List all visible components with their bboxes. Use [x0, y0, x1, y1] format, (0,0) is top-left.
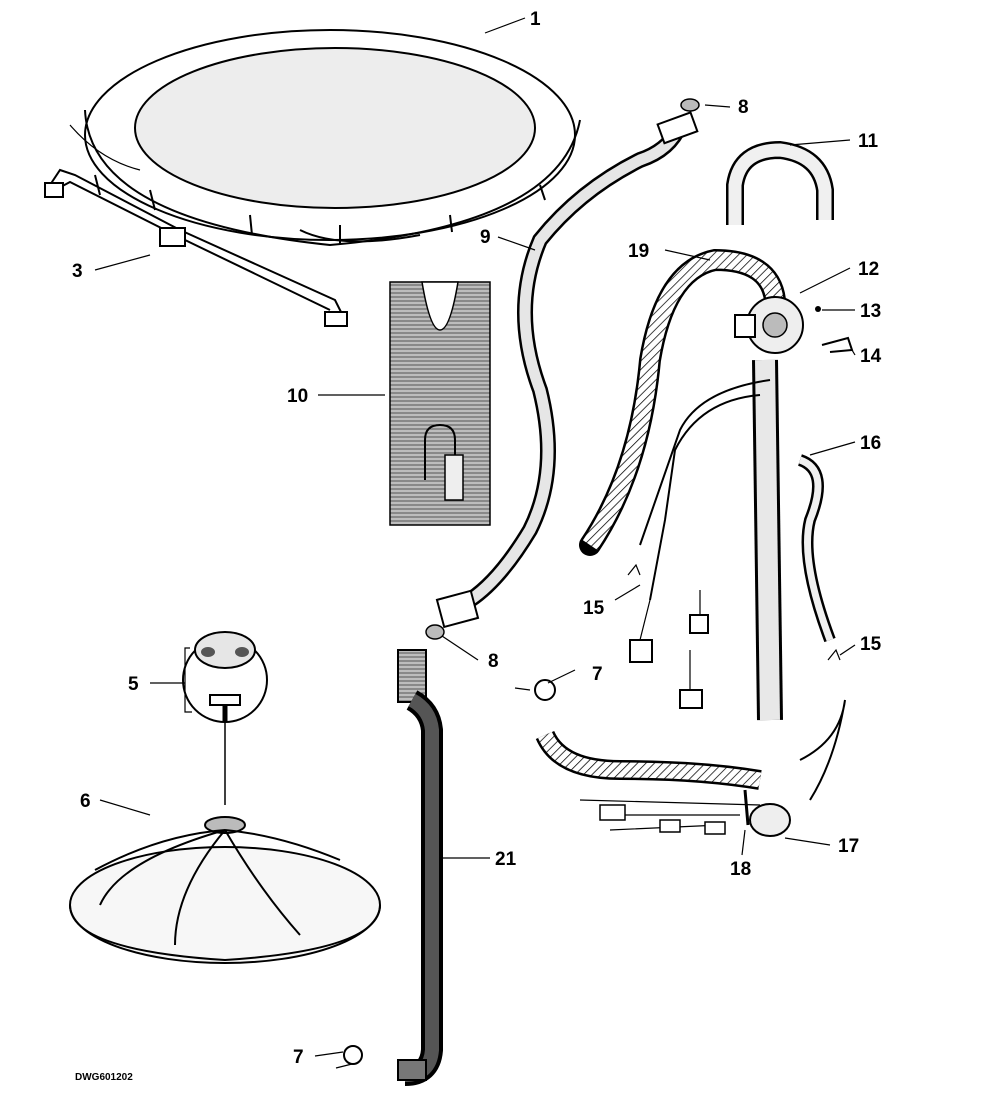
part-1-tub-ring — [69, 29, 581, 247]
callout-7-lower: 7 — [293, 1047, 304, 1068]
part-14-clip — [821, 336, 854, 353]
part-8-grommet-top — [680, 98, 700, 112]
part-13-screw — [815, 306, 821, 312]
part-6-pulsator — [69, 816, 381, 964]
part-11-hose-guide — [726, 140, 834, 225]
part-10-instruction-card — [389, 281, 491, 526]
callout-6: 6 — [80, 791, 91, 812]
callout-19: 19 — [628, 241, 649, 262]
callout-16: 16 — [860, 433, 881, 454]
callout-18: 18 — [730, 859, 751, 880]
callout-13: 13 — [860, 301, 881, 322]
part-12-pump — [734, 296, 804, 354]
part-3-bracket — [44, 168, 348, 327]
callout-labels: 1 3 5 6 7 7 8 8 9 10 11 12 13 14 15 15 1… — [72, 9, 882, 1083]
part-8-grommet-bottom — [425, 624, 445, 640]
callout-5: 5 — [128, 674, 139, 695]
callout-7-upper: 7 — [592, 664, 603, 685]
leader-lines — [94, 17, 856, 1057]
part-15-clip-right — [827, 648, 841, 661]
callout-11: 11 — [858, 131, 879, 152]
callout-1: 1 — [530, 9, 541, 30]
part-9-fill-hose — [435, 111, 699, 629]
part-19-drain-hose — [579, 248, 786, 556]
callout-8-top: 8 — [738, 97, 749, 118]
part-17-drain-elbow — [535, 699, 846, 837]
drawing-number: DWG601202 — [75, 1072, 133, 1083]
callout-14: 14 — [860, 346, 882, 367]
callout-21: 21 — [495, 849, 517, 870]
callout-12: 12 — [858, 259, 879, 280]
part-18-screw — [743, 789, 750, 826]
part-7-hose-clamp-upper — [514, 679, 556, 701]
part-15-clip-left — [627, 563, 641, 576]
callout-15-left: 15 — [583, 598, 605, 619]
callout-17: 17 — [838, 836, 859, 857]
callout-15-right: 15 — [860, 634, 882, 655]
part-21-drain-tube — [397, 649, 443, 1086]
callout-10: 10 — [287, 386, 308, 407]
part-5-cap-and-bolt — [182, 631, 268, 805]
part-7-hose-clamp-lower — [335, 1045, 363, 1069]
callout-9: 9 — [480, 227, 491, 248]
callout-3: 3 — [72, 261, 83, 282]
callout-8-bottom: 8 — [488, 651, 499, 672]
part-16-harness — [629, 359, 836, 721]
